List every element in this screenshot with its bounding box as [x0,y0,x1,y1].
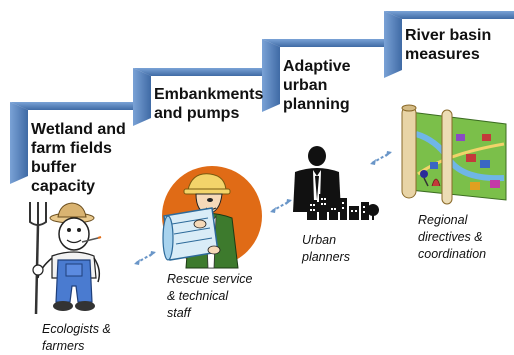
step1-line1: Wetland and [31,121,126,138]
step2-line1: Embankments [154,86,264,103]
step1-line3: buffer [31,159,77,176]
step1-line4: capacity [31,178,96,195]
step4-line1: River basin [405,27,492,44]
step2-line2: and pumps [154,105,240,122]
rescue-worker-icon [162,166,262,269]
step1-line2: farm fields [31,140,112,157]
step-label-adaptive: Adaptive urban planning [283,57,351,114]
urban-planner-icon [293,146,379,220]
role3-line1: Urban [302,233,337,247]
role4-line1: Regional [418,213,468,227]
exchange-arrow-icon [134,251,156,265]
step-label-wetland: Wetland and farm fields buffer capacity [31,120,126,196]
exchange-arrow-icon [270,199,292,213]
farmer-icon [29,202,102,315]
step-bracket-2 [133,68,262,126]
role2-line3: staff [167,306,191,320]
role-label-ecologists: Ecologists & farmers [42,321,111,355]
role2-line2: & technical [167,289,229,303]
step3-line3: planning [283,96,350,113]
role4-line2: directives & [418,230,483,244]
step-bracket-3 [262,39,384,112]
exchange-arrow-icon [370,151,392,165]
step-bracket-4 [384,11,514,78]
role-label-regional: Regional directives & coordination [418,212,486,263]
step4-line2: measures [405,46,480,63]
step-label-embankments: Embankments and pumps [154,85,263,123]
regional-map-icon [401,104,507,205]
role-label-urban: Urban planners [302,232,350,266]
role1-line1: Ecologists & [42,322,111,336]
step3-line2: urban [283,77,328,94]
role4-line3: coordination [418,247,487,261]
role2-line1: Rescue service [167,272,253,286]
step3-line1: Adaptive [283,58,351,75]
step-label-river-basin: River basin measures [405,26,491,64]
role1-line2: farmers [42,339,85,353]
role3-line2: planners [302,250,350,264]
step-bracket-1 [10,102,133,184]
role-label-rescue: Rescue service & technical staff [167,271,252,322]
